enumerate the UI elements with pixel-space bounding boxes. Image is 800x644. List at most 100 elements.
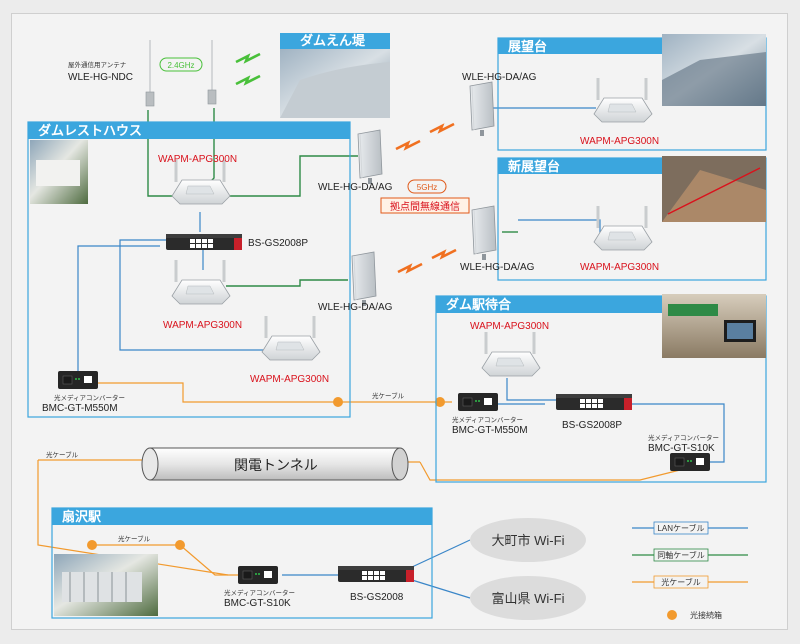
wifi-toyama-label: 富山県 Wi-Fi xyxy=(492,591,565,606)
wireless-signal-icon xyxy=(234,52,262,64)
wle-label: WLE-HG-DA/AG xyxy=(462,72,537,83)
wapm-label: WAPM-APG300N xyxy=(163,320,242,331)
panel-title: ダム駅待合 xyxy=(446,297,512,312)
media-converter-icon xyxy=(57,370,99,390)
panel-title: ダムレストハウス xyxy=(38,123,142,138)
legend-splice-dot xyxy=(667,610,677,620)
access-point-icon xyxy=(592,76,654,124)
wle-label: WLE-HG-DA/AG xyxy=(460,262,535,273)
switch-icon xyxy=(556,394,632,410)
lan-cables xyxy=(77,107,725,599)
freq-24-badge xyxy=(159,57,203,72)
wireless-signal-icon xyxy=(394,139,422,151)
antenna-icon xyxy=(207,40,217,105)
coax-ap-to-panel xyxy=(226,155,358,197)
switch-label: BS-GS2008P xyxy=(562,420,622,431)
wifi-omachi-label: 大町市 Wi-Fi xyxy=(492,533,565,548)
panel-title: 展望台 xyxy=(508,39,547,54)
freq-5-badge xyxy=(407,179,447,194)
fiber-to-s10k xyxy=(419,461,681,481)
freq-5-label: 5GHz xyxy=(417,183,437,192)
converter-label: BMC-GT-M550M xyxy=(452,425,528,436)
wapm-label: WAPM-APG300N xyxy=(580,262,659,273)
panel-antenna-icon xyxy=(357,129,383,185)
panel-new-observatory: 新展望台 xyxy=(497,156,767,281)
legend: LANケーブル 同軸ケーブル 光ケーブル 光接続箱 xyxy=(632,521,748,620)
splice-point xyxy=(175,540,185,550)
panel-antenna-icon xyxy=(351,251,377,307)
fiber-cable-label: 光ケーブル xyxy=(372,391,405,400)
converter-caption: 光メディアコンバーター xyxy=(452,415,523,424)
legend-splice-label: 光接続箱 xyxy=(690,610,722,620)
lan-switch-to-s10k xyxy=(632,403,725,463)
backhaul-box xyxy=(380,197,470,214)
panel-ougisawa: 扇沢駅 xyxy=(51,507,433,619)
outdoor-antenna-model: WLE-HG-NDC xyxy=(68,72,133,83)
wapm-label: WAPM-APG300N xyxy=(580,136,659,147)
panel-title: ダムえん堤 xyxy=(300,33,366,48)
wle-label: WLE-HG-DA/AG xyxy=(318,182,393,193)
switch-icon xyxy=(338,566,414,582)
lan-newobs xyxy=(518,219,601,236)
panel-dam-embankment: ダムえん堤 xyxy=(280,33,390,118)
lan-to-omachi xyxy=(411,539,471,568)
splice-points xyxy=(87,397,445,550)
panel-title: 新展望台 xyxy=(508,159,560,174)
media-converter-icon xyxy=(669,452,711,472)
freq-24-label: 2.4GHz xyxy=(167,61,194,70)
wireless-signal-icon xyxy=(234,74,262,86)
splice-point xyxy=(435,397,445,407)
converter-caption: 光メディアコンバーター xyxy=(224,588,295,597)
converter-caption: 光メディアコンバーター xyxy=(648,433,719,442)
access-point-icon xyxy=(592,204,654,252)
wifi-spark-green xyxy=(234,52,262,86)
panel-antenna-icon xyxy=(469,81,495,137)
lan-ap-to-switch-station xyxy=(506,378,558,401)
wifi-omachi: 大町市 Wi-Fi xyxy=(470,518,586,562)
lan-switch-to-converter xyxy=(77,245,160,372)
panel-dam-station: ダム駅待合 xyxy=(435,294,767,483)
switch-icon xyxy=(166,234,242,250)
fiber-ougisawa-2 xyxy=(90,544,240,576)
converter-label: BMC-GT-M550M xyxy=(42,403,118,414)
splice-point xyxy=(333,397,343,407)
wireless-signal-icon xyxy=(430,248,458,260)
fiber-cable-label: 光ケーブル xyxy=(118,534,151,543)
wapm-label: WAPM-APG300N xyxy=(470,321,549,332)
rest-house-building xyxy=(36,160,80,186)
fiber-cable-label: 光ケーブル xyxy=(46,450,79,459)
antenna-icon xyxy=(145,40,155,107)
legend-fiber-label: 光ケーブル xyxy=(661,577,701,587)
kanden-tunnel: 関電トンネル xyxy=(141,447,409,481)
outdoor-antenna-ndc xyxy=(145,40,217,107)
coax-ap2-to-panel xyxy=(226,279,348,287)
switch-label: BS-GS2008P xyxy=(248,238,308,249)
converter-caption: 光メディアコンバーター xyxy=(54,393,125,402)
panel-title: 扇沢駅 xyxy=(62,509,102,524)
wapm-label: WAPM-APG300N xyxy=(250,374,329,385)
splice-point xyxy=(87,540,97,550)
outdoor-antenna-caption: 屋外通信用アンテナ xyxy=(68,60,126,69)
panel-antenna-icon xyxy=(471,205,497,261)
backhaul-label: 拠点間無線通信 xyxy=(390,200,460,213)
access-point-icon xyxy=(170,258,232,306)
media-converter-icon xyxy=(457,392,499,412)
fiber-ougisawa-1 xyxy=(37,460,229,576)
wapm-label: WAPM-APG300N xyxy=(158,154,237,165)
legend-lan-label: LANケーブル xyxy=(657,523,704,533)
legend-coax-label: 同軸ケーブル xyxy=(657,550,705,560)
panel-dam-rest-house: ダムレストハウス xyxy=(27,121,351,418)
wireless-signal-icon xyxy=(396,262,424,274)
switch-label: BS-GS2008 xyxy=(350,592,404,603)
lan-switch-to-ap3 xyxy=(119,239,270,351)
wireless-signal-icon xyxy=(428,122,456,134)
access-point-icon xyxy=(170,158,232,206)
converter-label: BMC-GT-S10K xyxy=(224,598,291,609)
access-point-icon xyxy=(480,330,542,378)
tunnel-label: 関電トンネル xyxy=(234,457,318,473)
wle-label: WLE-HG-DA/AG xyxy=(318,302,393,313)
wifi-toyama: 富山県 Wi-Fi xyxy=(470,576,586,620)
panel-observatory: 展望台 xyxy=(497,34,767,151)
